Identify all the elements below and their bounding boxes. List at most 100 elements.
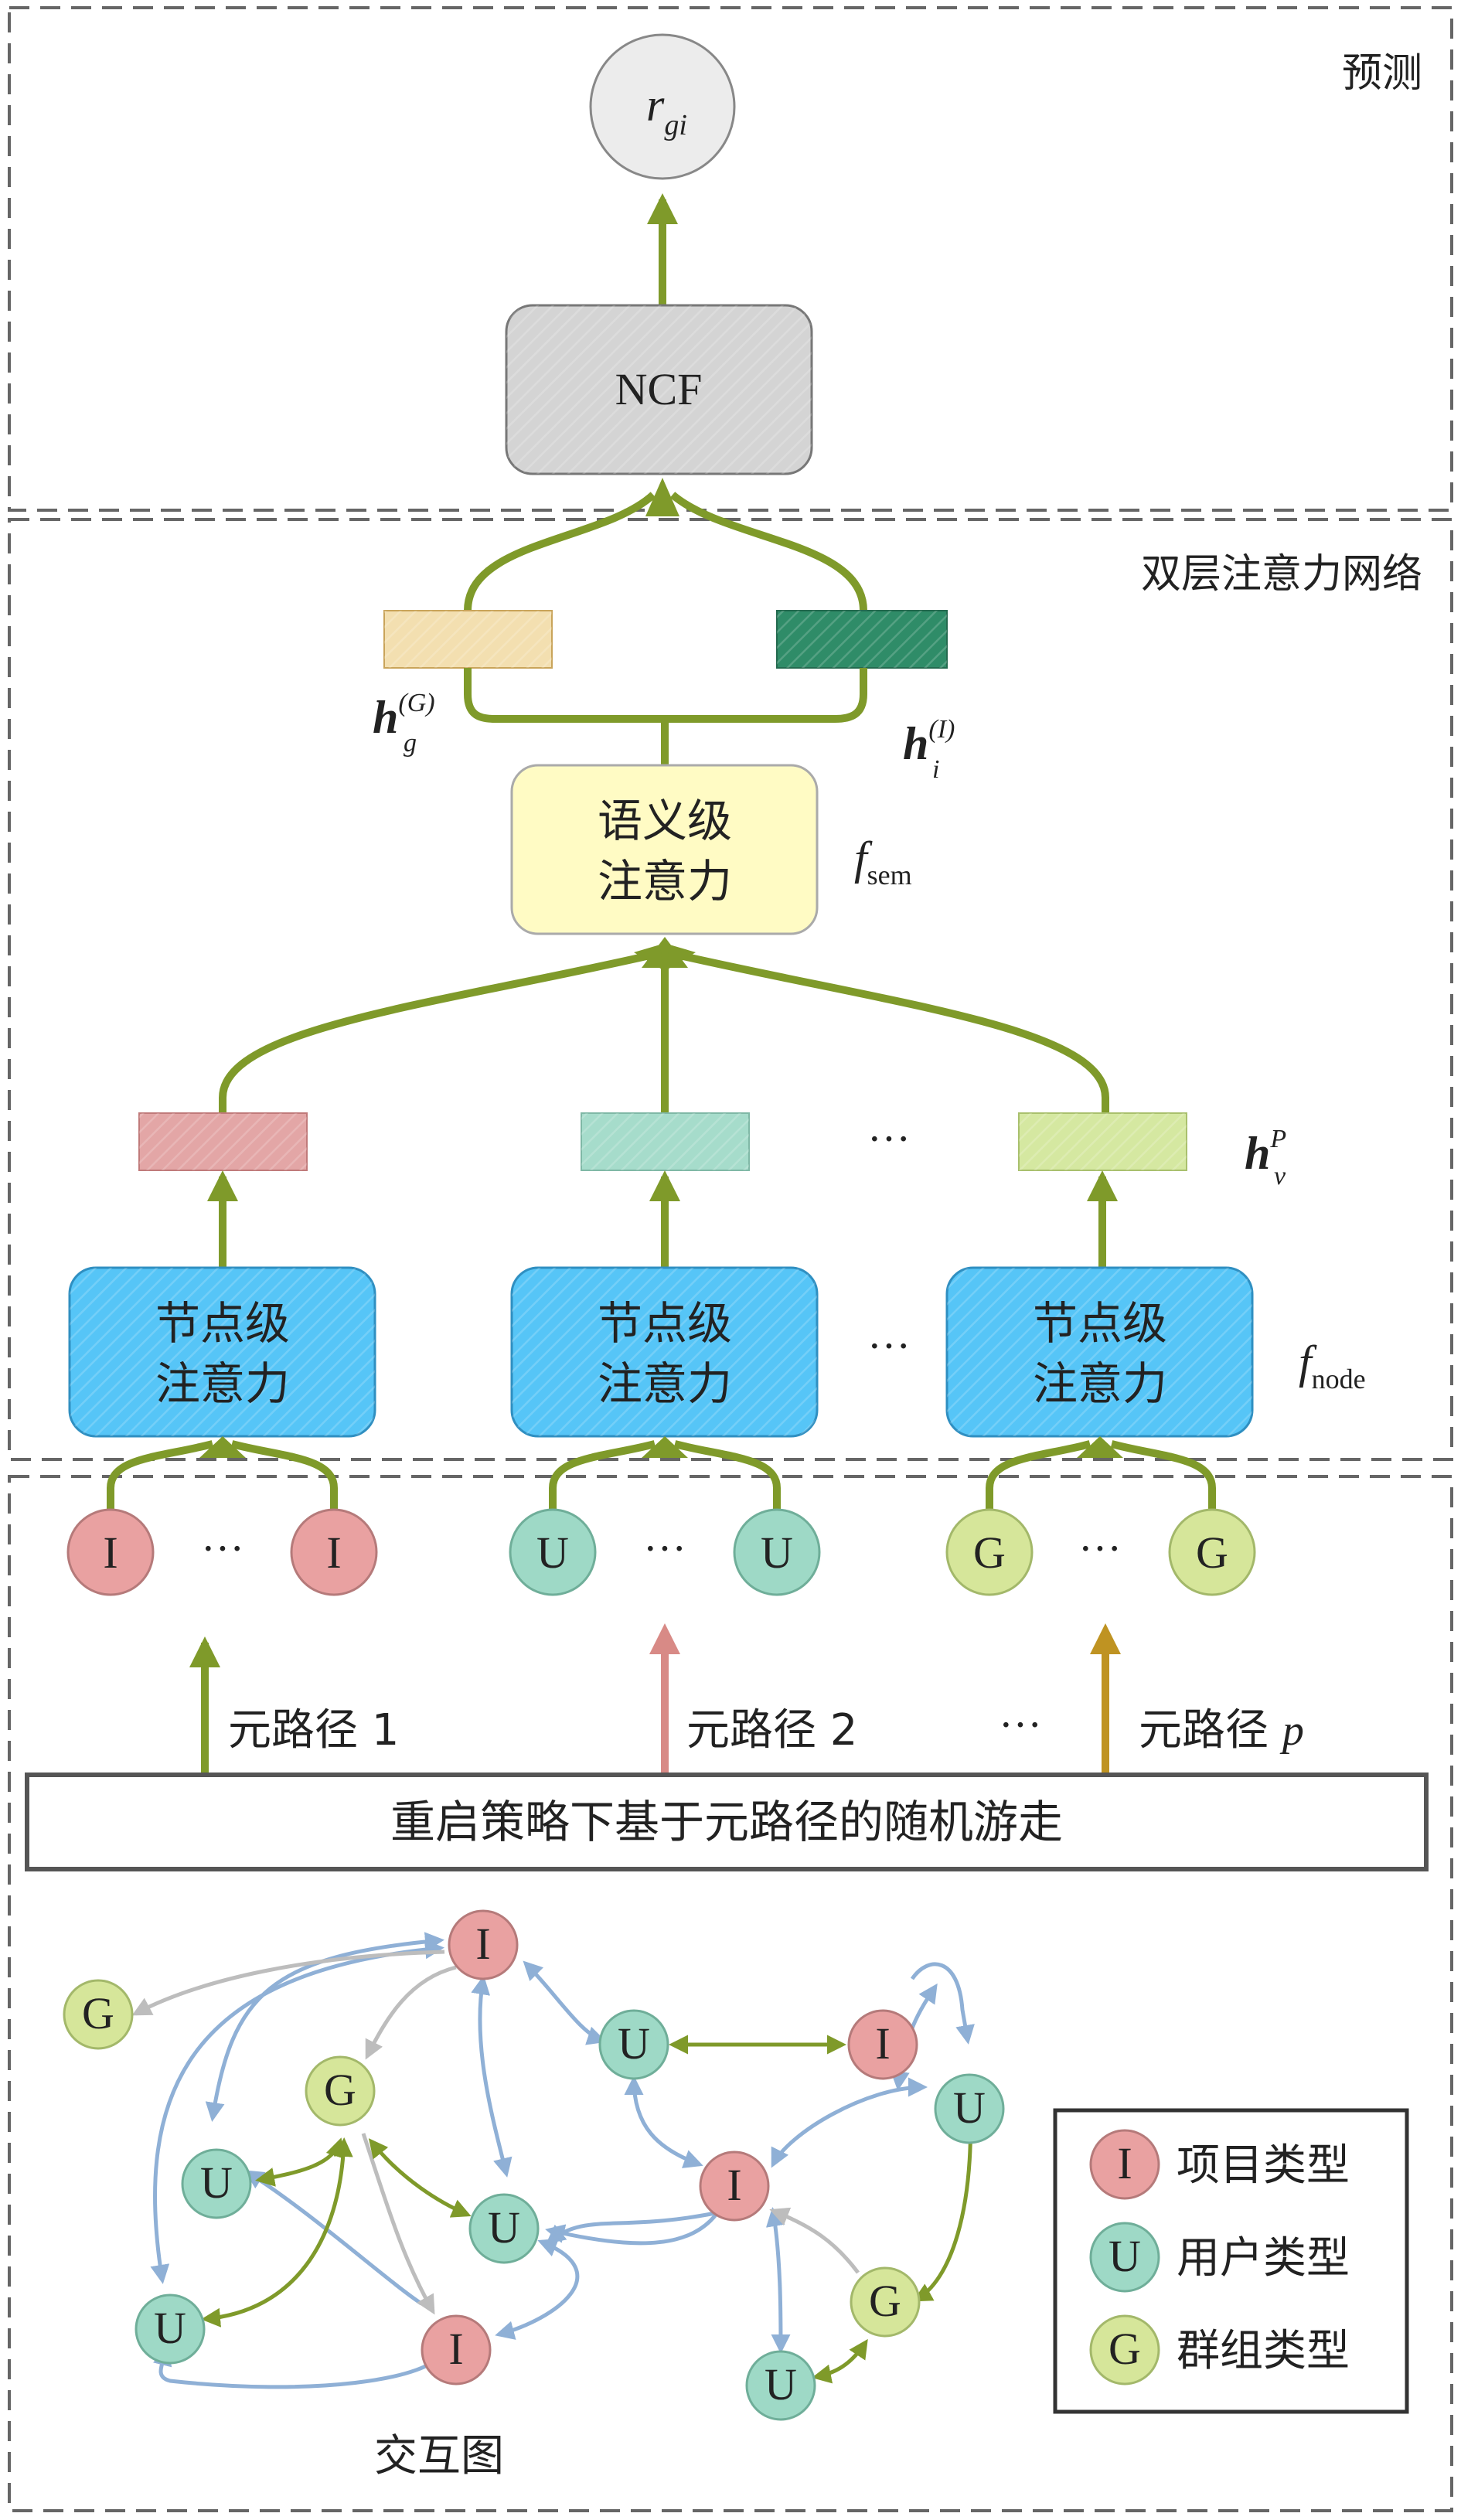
random-walk-box bbox=[25, 1773, 1429, 1871]
graph-node-label: G bbox=[324, 2065, 356, 2115]
output-symbol: r bbox=[646, 80, 665, 131]
graph-node-label: U bbox=[953, 2082, 986, 2133]
legend-item-label: 项目类型 bbox=[1177, 2140, 1350, 2191]
user-node bbox=[509, 1508, 597, 1596]
semantic-attention-func: fsem bbox=[854, 833, 912, 891]
legend-item-swatch bbox=[1089, 2129, 1160, 2200]
graph-node-label: I bbox=[727, 2160, 741, 2210]
path-embedding-3-texture bbox=[1019, 1113, 1187, 1170]
graph-node-item bbox=[421, 2314, 492, 2385]
input-panel bbox=[8, 1475, 1453, 2512]
arrow-fusion-to-ncf bbox=[645, 478, 679, 516]
embedding-ellipsis: ··· bbox=[867, 1115, 911, 1163]
node-func-sub: node bbox=[1312, 1364, 1366, 1395]
item-embedding-sup: (I) bbox=[928, 715, 955, 744]
graph-node-label: I bbox=[448, 2324, 463, 2374]
predict-panel-title: 预测 bbox=[1342, 50, 1422, 97]
metapath-3-label: 元路径 p bbox=[1139, 1705, 1304, 1755]
graph-node-item bbox=[847, 2009, 918, 2080]
attention-panel-title: 双层注意力网络 bbox=[1141, 551, 1422, 598]
graph-node-group bbox=[63, 1979, 134, 2050]
legend-user-symbol: U bbox=[1109, 2231, 1141, 2281]
node-group-3-arrows bbox=[986, 1440, 1216, 1511]
group-node bbox=[945, 1508, 1034, 1596]
graph-node-label: U bbox=[200, 2157, 233, 2208]
node-group-1: I ··· I bbox=[66, 1508, 378, 1596]
metapath-3-arrowhead bbox=[1090, 1623, 1121, 1654]
node-group-2-left: U bbox=[536, 1527, 569, 1578]
path-embedding-2-texture bbox=[581, 1113, 749, 1170]
interaction-graph-nodes: G I U I G U U I U U I G U bbox=[63, 1909, 1005, 2421]
graph-node-item bbox=[448, 1909, 519, 1980]
semantic-func-sub: sem bbox=[867, 860, 912, 891]
output-subscript: gi bbox=[664, 109, 687, 141]
node-attention-3-line1: 节点级 bbox=[1033, 1297, 1167, 1350]
ncf-box-texture bbox=[506, 305, 812, 474]
node-group-1-left: I bbox=[103, 1527, 117, 1578]
semantic-attention-line1: 语义级 bbox=[598, 795, 732, 847]
output-node bbox=[589, 33, 736, 180]
node-group-2-right: U bbox=[761, 1527, 793, 1578]
semantic-input-curves bbox=[219, 951, 1109, 1113]
path-embedding-1-texture bbox=[139, 1113, 307, 1170]
graph-node-group bbox=[850, 2266, 921, 2338]
semantic-attention-box bbox=[510, 764, 819, 935]
group-embedding-texture bbox=[384, 611, 552, 668]
node-group-1-right: I bbox=[326, 1527, 341, 1578]
output-label: rgi bbox=[646, 80, 687, 141]
node-attention-3: 节点级 注意力 bbox=[945, 1266, 1254, 1438]
node-group-1-arrows bbox=[107, 1440, 338, 1511]
group-embedding-sup: (G) bbox=[398, 689, 434, 717]
item-embedding-texture bbox=[777, 611, 947, 668]
path-embedding-sub: v bbox=[1274, 1162, 1286, 1190]
node-attention-2: 节点级 注意力 bbox=[510, 1266, 819, 1438]
node-group-3-arrowhead bbox=[1077, 1436, 1123, 1458]
legend-group-label: 群组类型 bbox=[1177, 2326, 1350, 2376]
graph-node-label: G bbox=[869, 2276, 901, 2326]
node-group-3-ellipsis: ··· bbox=[1078, 1525, 1122, 1573]
arrow-into-semantic-right bbox=[666, 945, 696, 970]
graph-node-label: I bbox=[475, 1919, 490, 1969]
legend-user-label: 用户类型 bbox=[1177, 2233, 1350, 2283]
item-embedding-label: h(I) bbox=[903, 715, 955, 769]
item-node bbox=[66, 1508, 155, 1596]
metapath-ellipsis: ··· bbox=[999, 1701, 1042, 1749]
user-node bbox=[733, 1508, 821, 1596]
metapath-3-var: p bbox=[1279, 1707, 1304, 1755]
path-embedding-sup: P bbox=[1269, 1125, 1286, 1153]
item-embedding-sub: i bbox=[932, 755, 939, 784]
node-group-2: U ··· U bbox=[509, 1508, 821, 1596]
graph-node-label: U bbox=[765, 2359, 797, 2409]
group-node bbox=[1168, 1508, 1256, 1596]
path-embedding-label: hP bbox=[1245, 1125, 1286, 1179]
ncf-label: NCF bbox=[615, 364, 703, 414]
embedding-split bbox=[464, 668, 867, 765]
node-group-1-ellipsis: ··· bbox=[201, 1525, 244, 1573]
graph-node-user bbox=[135, 2294, 206, 2365]
arrow-into-semantic-left bbox=[634, 945, 663, 970]
graph-node-user bbox=[745, 2350, 816, 2421]
interaction-graph-caption: 交互图 bbox=[374, 2431, 504, 2481]
semantic-attention-line2: 注意力 bbox=[598, 855, 732, 908]
graph-node-group bbox=[305, 2055, 376, 2127]
graph-node-item bbox=[699, 2151, 770, 2222]
legend: I 项目类型 U 用户类型 G 群组类型 bbox=[1053, 2108, 1409, 2414]
random-walk-label: 重启策略下基于元路径的随机游走 bbox=[390, 1796, 1063, 1848]
node-attention-ellipsis: ··· bbox=[867, 1323, 911, 1371]
node-group-2-arrows bbox=[549, 1440, 781, 1511]
graph-node-label: I bbox=[875, 2018, 890, 2069]
node-group-3-right: G bbox=[1196, 1527, 1228, 1578]
graph-node-user bbox=[598, 2009, 669, 2080]
metapath-3-text: 元路径 bbox=[1139, 1705, 1282, 1755]
fusion-curves bbox=[464, 492, 867, 611]
node-attention-func: fnode bbox=[1299, 1337, 1366, 1395]
node-group-2-ellipsis: ··· bbox=[643, 1525, 686, 1573]
legend-group-swatch bbox=[1089, 2314, 1160, 2385]
metapath-2-label: 元路径 2 bbox=[686, 1705, 857, 1755]
graph-node-user bbox=[181, 2148, 252, 2219]
node-attention-2-line1: 节点级 bbox=[598, 1297, 732, 1350]
graph-node-user bbox=[934, 2073, 1005, 2144]
node-attention-2-line2: 注意力 bbox=[598, 1357, 732, 1410]
node-attention-1: 节点级 注意力 bbox=[68, 1266, 376, 1438]
